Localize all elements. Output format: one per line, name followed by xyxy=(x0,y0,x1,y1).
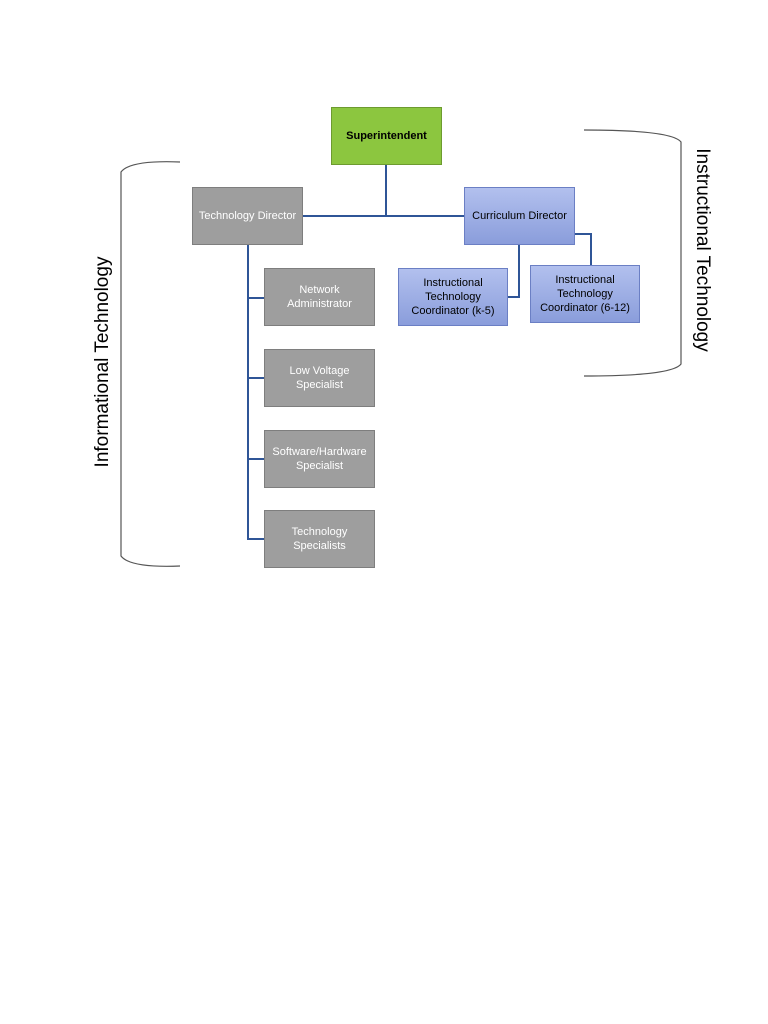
connector-curr-k5-horizontal xyxy=(508,296,520,298)
curriculum-director-label: Curriculum Director xyxy=(472,210,567,222)
itc-612-box: Instructional Technology Coordinator (6-… xyxy=(530,265,640,323)
informational-technology-label: Informational Technology xyxy=(92,256,113,468)
connector-tech-specialists xyxy=(247,538,264,540)
itc-k5-label: Instructional Technology Coordinator (k-… xyxy=(411,277,495,317)
low-voltage-specialist-label: Low Voltage Specialist xyxy=(289,365,350,391)
instructional-technology-label: Instructional Technology xyxy=(692,148,713,352)
superintendent-label: Superintendent xyxy=(346,130,427,142)
connector-software-hardware xyxy=(247,458,264,460)
low-voltage-specialist-box: Low Voltage Specialist xyxy=(264,349,375,407)
connector-curr-612-vertical xyxy=(590,233,592,265)
technology-specialists-label: Technology Specialists xyxy=(291,526,348,552)
connector-superintendent-down xyxy=(385,165,387,216)
connector-low-voltage xyxy=(247,377,264,379)
network-administrator-box: Network Administrator xyxy=(264,268,375,326)
itc-612-label: Instructional Technology Coordinator (6-… xyxy=(540,274,630,314)
connector-techdir-trunk xyxy=(247,245,249,540)
itc-k5-box: Instructional Technology Coordinator (k-… xyxy=(398,268,508,326)
connector-network-admin xyxy=(247,297,264,299)
right-bracket xyxy=(583,129,682,377)
technology-director-label: Technology Director xyxy=(198,210,297,222)
superintendent-box: Superintendent xyxy=(331,107,442,165)
technology-specialists-box: Technology Specialists xyxy=(264,510,375,568)
left-bracket xyxy=(120,161,181,567)
curriculum-director-box: Curriculum Director xyxy=(464,187,575,245)
connector-curr-612-horizontal xyxy=(575,233,592,235)
software-hardware-specialist-box: Software/Hardware Specialist xyxy=(264,430,375,488)
software-hardware-specialist-label: Software/Hardware Specialist xyxy=(272,446,367,472)
connector-directors-horizontal xyxy=(303,215,465,217)
network-administrator-label: Network Administrator xyxy=(287,284,352,310)
technology-director-box: Technology Director xyxy=(192,187,303,245)
connector-curr-k5-vertical xyxy=(518,245,520,297)
